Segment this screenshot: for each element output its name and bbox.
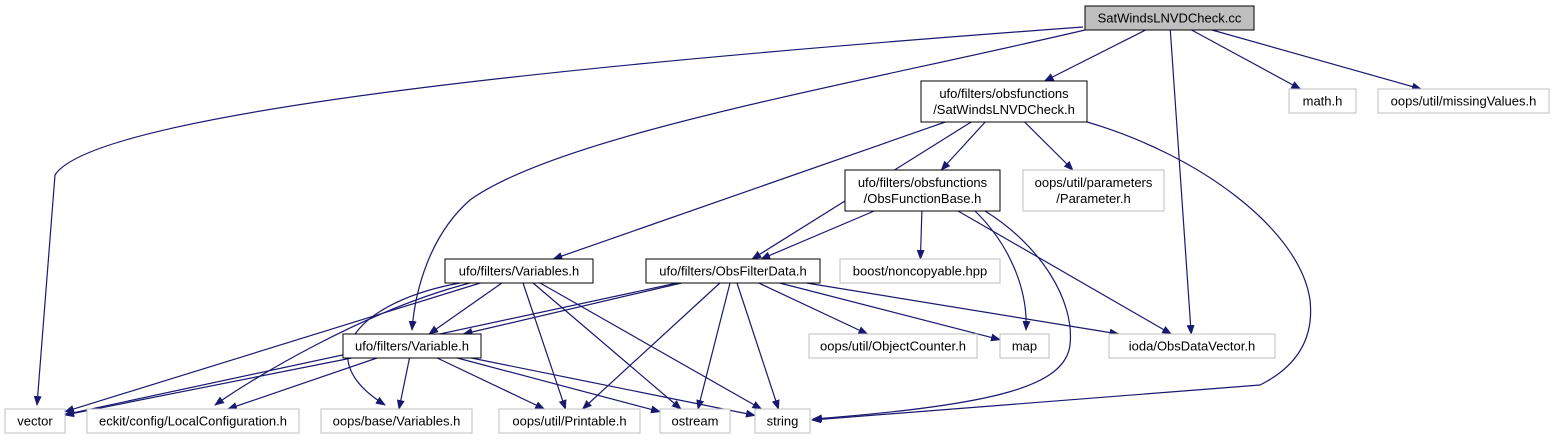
- edge-variable_h-to-oops_variables_h: [396, 357, 411, 410]
- node-label: map: [1012, 339, 1037, 354]
- edge-obsfilterdata_h-to-objectcounter_h: [758, 282, 869, 335]
- edge-variable_h-to-string: [471, 357, 756, 418]
- edge-obsfilterdata_h-to-ostream: [696, 282, 731, 410]
- node-label: oops/util/missingValues.h: [1391, 94, 1537, 109]
- edge-variable_h-to-printable_h: [436, 357, 546, 410]
- node-label: SatWindsLNVDCheck.cc: [1098, 11, 1242, 26]
- edge-variables_h-to-oops_variables_h: [347, 282, 461, 406]
- node-ostream: ostream: [659, 408, 731, 434]
- node-noncopyable-hpp: boost/noncopyable.hpp: [839, 258, 1001, 284]
- edge-root-to-vector: [33, 26, 1084, 406]
- node-box: [999, 333, 1050, 359]
- node-box: [1084, 5, 1255, 31]
- node-box: [839, 258, 1001, 284]
- node-box: [1108, 333, 1276, 359]
- edge-variables_h-to-variable_h: [428, 282, 503, 335]
- node-localconfiguration-h: eckit/config/LocalConfiguration.h: [86, 408, 300, 434]
- edge-root-to-satwinds_h: [1043, 29, 1146, 82]
- node-box: [86, 408, 300, 434]
- edge-obsfunctionbase_h-to-obsdatavector_h: [957, 210, 1173, 335]
- node-box: [645, 258, 821, 284]
- edge-obsfunctionbase_h-to-string: [812, 210, 1072, 423]
- node-label: ioda/ObsDataVector.h: [1129, 339, 1255, 354]
- node-label: ostream: [672, 414, 719, 429]
- node-box: [498, 408, 641, 434]
- node-vector: vector: [4, 408, 66, 434]
- node-obsdatavector-h: ioda/ObsDataVector.h: [1108, 333, 1276, 359]
- node-variables-h[interactable]: ufo/filters/Variables.h: [444, 258, 594, 284]
- node-objectcounter-h: oops/util/ObjectCounter.h: [808, 333, 978, 359]
- edge-satwinds_h-to-obsfunctionbase_h: [940, 121, 986, 171]
- node-box: [920, 80, 1088, 123]
- edge-variables_h-to-ostream: [532, 282, 682, 410]
- node-box: [444, 258, 594, 284]
- node-box: [1288, 88, 1357, 114]
- node-box: [320, 408, 473, 434]
- edge-variables_h-to-vector: [64, 282, 481, 413]
- edge-variable_h-to-ostream: [457, 357, 661, 414]
- node-label: ufo/filters/Variables.h: [459, 264, 579, 279]
- node-box: [342, 333, 482, 359]
- edge-obsfunctionbase_h-to-obsfilterdata_h: [760, 210, 875, 260]
- node-satwinds-h[interactable]: ufo/filters/obsfunctions/SatWindsLNVDChe…: [920, 80, 1088, 123]
- node-label: math.h: [1303, 94, 1343, 109]
- edge-variable_h-to-localconfiguration_h: [227, 357, 378, 410]
- node-box: [754, 408, 811, 434]
- edge-variable_h-to-vector: [64, 357, 352, 418]
- node-label: boost/noncopyable.hpp: [853, 264, 987, 279]
- node-label: ufo/filters/obsfunctions: [939, 86, 1069, 101]
- node-label: oops/base/Variables.h: [333, 414, 461, 429]
- node-box: [4, 408, 66, 434]
- edge-root-to-math_h: [1191, 29, 1302, 90]
- node-label: string: [767, 414, 799, 429]
- edge-satwinds_h-to-string: [811, 121, 1312, 424]
- node-label: vector: [17, 414, 53, 429]
- edge-obsfilterdata_h-to-string: [736, 282, 780, 410]
- node-label: ufo/filters/Variable.h: [355, 339, 469, 354]
- edge-variables_h-to-printable_h: [522, 282, 567, 410]
- node-label: oops/util/parameters: [1035, 175, 1153, 190]
- edge-satwinds_h-to-variables_h: [552, 121, 946, 260]
- node-missing-values-h: oops/util/missingValues.h: [1377, 88, 1550, 114]
- node-parameter-h: oops/util/parameters/Parameter.h: [1022, 169, 1165, 212]
- node-label: eckit/config/LocalConfiguration.h: [99, 414, 287, 429]
- nodes-layer: SatWindsLNVDCheck.cc ufo/filters/obsfunct…: [4, 5, 1550, 434]
- node-box: [808, 333, 978, 359]
- edge-obsfunctionbase_h-to-noncopyable_hpp: [916, 210, 925, 260]
- node-box: [1022, 169, 1165, 212]
- node-box: [1377, 88, 1550, 114]
- node-label: oops/util/ObjectCounter.h: [820, 339, 966, 354]
- edge-obsfilterdata_h-to-variable_h: [462, 282, 682, 336]
- node-oops-variables-h: oops/base/Variables.h: [320, 408, 473, 434]
- edge-obsfunctionbase_h-to-map: [974, 210, 1031, 331]
- node-variable-h[interactable]: ufo/filters/Variable.h: [342, 333, 482, 359]
- edge-root-to-obsdatavector_h: [1169, 29, 1195, 335]
- node-box: [844, 169, 1001, 212]
- node-label: oops/util/Printable.h: [512, 414, 626, 429]
- edge-obsfilterdata_h-to-printable_h: [581, 282, 721, 410]
- edge-obsfilterdata_h-to-map: [779, 282, 1001, 342]
- node-label: /ObsFunctionBase.h: [864, 191, 982, 206]
- node-printable-h: oops/util/Printable.h: [498, 408, 641, 434]
- edge-root-to-missing_values_h: [1211, 29, 1422, 91]
- edge-obsfilterdata_h-to-obsdatavector_h: [806, 282, 1120, 337]
- node-map: map: [999, 333, 1050, 359]
- node-obsfunctionbase-h[interactable]: ufo/filters/obsfunctions/ObsFunctionBase…: [844, 169, 1001, 212]
- edge-satwinds_h-to-parameter_h: [1024, 121, 1074, 171]
- node-obsfilterdata-h[interactable]: ufo/filters/ObsFilterData.h: [645, 258, 821, 284]
- edge-variables_h-to-localconfiguration_h: [214, 282, 471, 406]
- edge-root-to-variable_h: [408, 29, 1086, 331]
- node-root: SatWindsLNVDCheck.cc: [1084, 5, 1255, 31]
- node-label: ufo/filters/ObsFilterData.h: [659, 264, 806, 279]
- edges-layer: [33, 26, 1422, 424]
- node-label: /SatWindsLNVDCheck.h: [933, 102, 1075, 117]
- node-label: ufo/filters/obsfunctions: [858, 175, 988, 190]
- node-string: string: [754, 408, 811, 434]
- node-box: [659, 408, 731, 434]
- node-label: /Parameter.h: [1056, 191, 1130, 206]
- node-math-h: math.h: [1288, 88, 1357, 114]
